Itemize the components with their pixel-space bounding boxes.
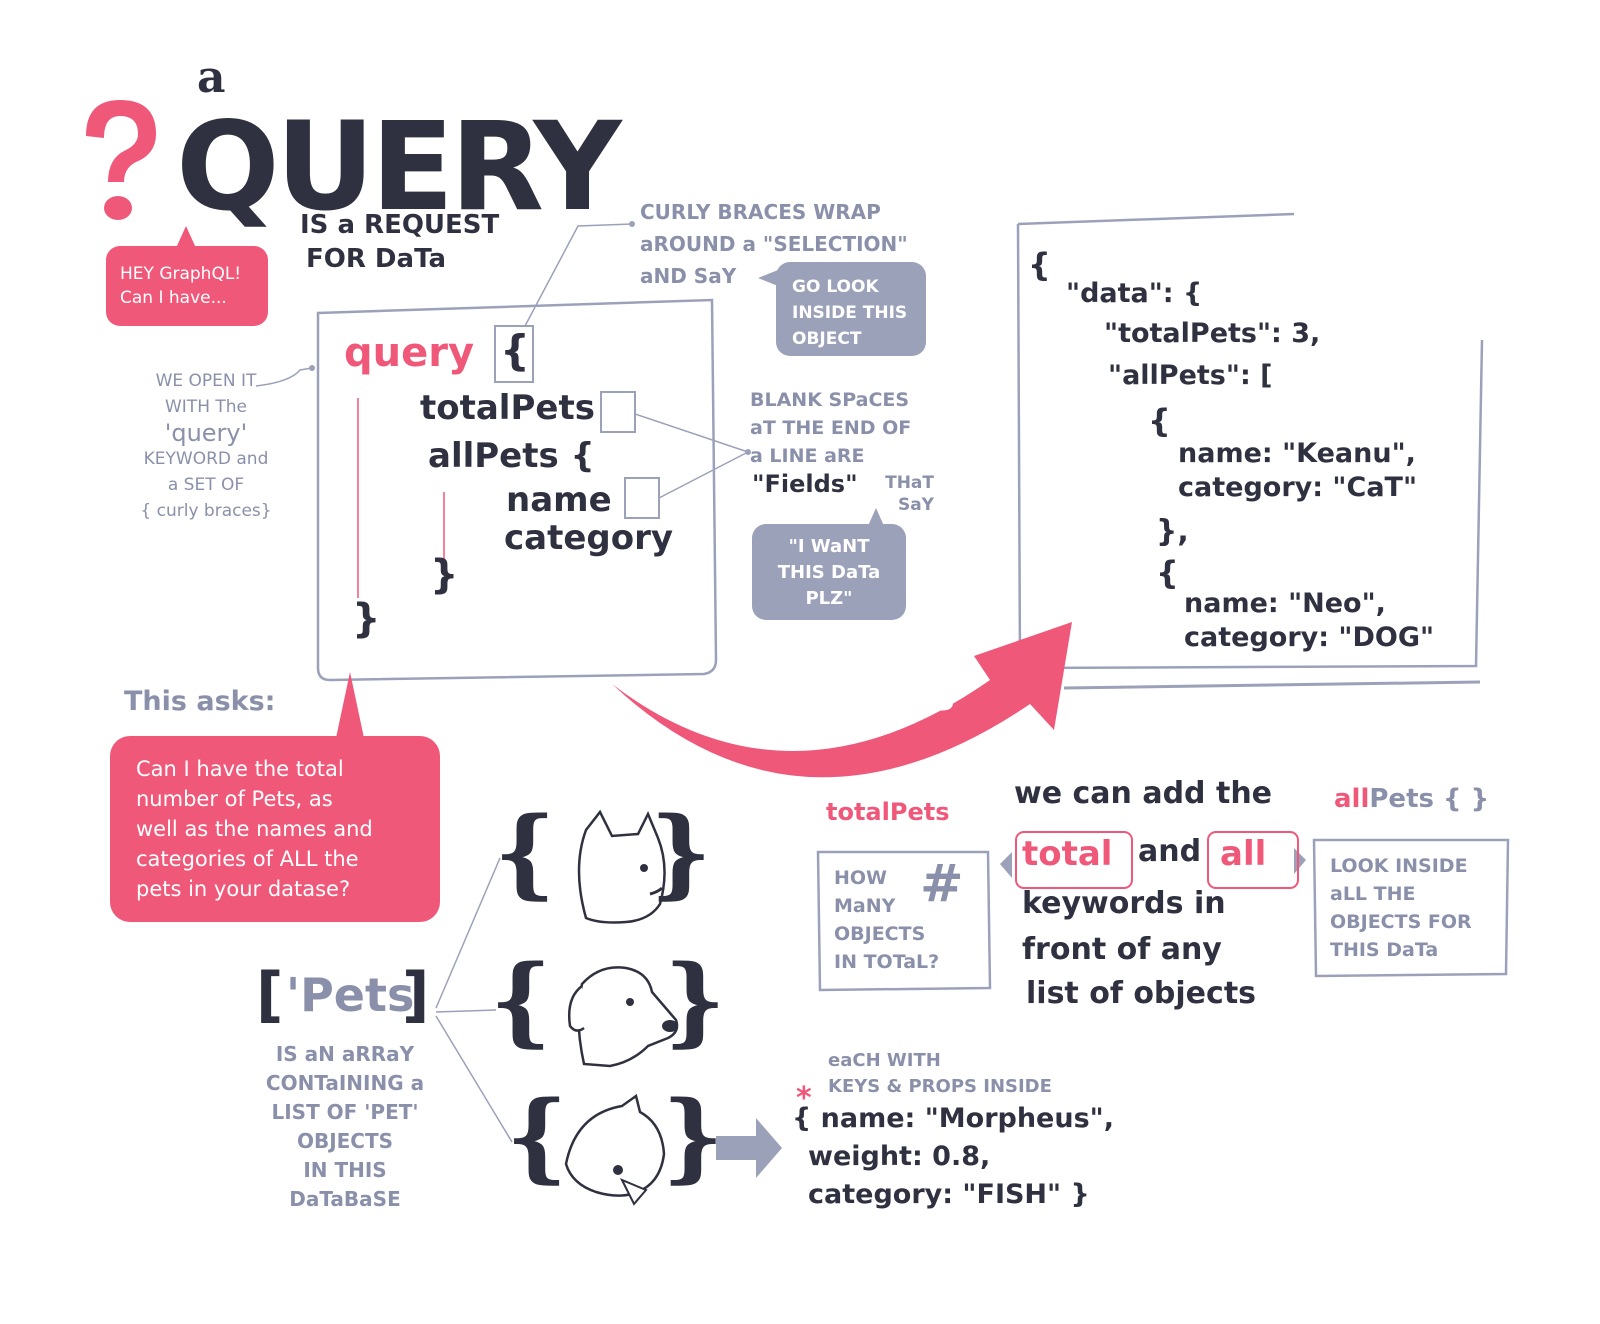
response-line: { bbox=[1148, 402, 1171, 440]
response-line: name: "Keanu", bbox=[1178, 438, 1416, 469]
asks-bubble: Can I have the total number of Pets, as … bbox=[110, 672, 440, 922]
query-keyword: query bbox=[344, 330, 475, 376]
keywords-text: list of objects bbox=[1026, 976, 1257, 1011]
pets-array-desc: IS aN aRRaY CONTaINING a LIST OF 'PET' O… bbox=[265, 1042, 425, 1211]
keywords-text: front of any bbox=[1022, 932, 1222, 967]
total-box-text: HOW MaNY OBJECTS IN TOTaL? bbox=[834, 867, 940, 973]
response-line: "allPets": [ bbox=[1108, 360, 1273, 391]
pets-open-bracket: [ bbox=[256, 960, 284, 1030]
field-totalpets: totalPets bbox=[420, 388, 595, 428]
dog-object-close-brace: } bbox=[664, 944, 726, 1057]
dog-icon bbox=[568, 966, 679, 1068]
cat-object-open-brace: { bbox=[494, 796, 556, 909]
all-pets-title: allPets { } bbox=[1334, 784, 1490, 814]
response-line: category: "DOG" bbox=[1184, 622, 1435, 653]
total-pets-title: totalPets bbox=[826, 798, 950, 826]
open-note: WE OPEN IT WITH The 'query' KEYWORD and … bbox=[140, 371, 272, 521]
total-box-frame bbox=[816, 850, 992, 992]
cat-object-close-brace: } bbox=[650, 796, 712, 909]
asks-label: This asks: bbox=[124, 686, 276, 717]
cat-icon bbox=[577, 809, 666, 924]
field-name: name bbox=[506, 480, 612, 520]
response-line: "totalPets": 3, bbox=[1104, 318, 1321, 349]
keywords-text: and bbox=[1138, 834, 1202, 869]
pets-close-bracket: ] bbox=[402, 960, 430, 1030]
response-box-frame bbox=[1016, 212, 1484, 670]
fish-object-open-brace: { bbox=[506, 1080, 568, 1193]
title-small: a bbox=[197, 52, 226, 103]
response-line: category: "CaT" bbox=[1178, 472, 1418, 503]
blank-space-box bbox=[600, 391, 636, 433]
blank-space-box bbox=[624, 477, 660, 519]
returns-label: returns bbox=[772, 670, 956, 721]
response-line: "data": { bbox=[1066, 278, 1203, 309]
field-category: category bbox=[504, 518, 674, 558]
fields-word: "Fields" bbox=[752, 470, 858, 498]
curly-braces-note: CURLY BRACES WRAP aROUND a "SELECTION" a… bbox=[640, 200, 908, 288]
response-line: }, bbox=[1156, 514, 1189, 549]
hash-icon: # bbox=[920, 854, 964, 914]
fish-icon bbox=[564, 1094, 666, 1206]
all-box-frame bbox=[1312, 838, 1510, 978]
svg-text:*: * bbox=[796, 1081, 812, 1116]
total-keyword: total bbox=[1022, 834, 1113, 874]
dog-object-open-brace: { bbox=[490, 944, 552, 1057]
question-mark-icon bbox=[80, 96, 160, 230]
page-title: QUERY bbox=[176, 96, 622, 238]
field-allpets: allPets { bbox=[428, 436, 595, 476]
outer-close-brace: } bbox=[352, 596, 381, 642]
all-keyword: all bbox=[1220, 834, 1267, 874]
that-say-note: THaT SaY bbox=[885, 473, 934, 515]
response-line: { bbox=[1156, 554, 1179, 592]
response-line: { bbox=[1028, 246, 1051, 284]
blank-spaces-note: BLANK SPaCES aT THE END OF a LINE aRE bbox=[750, 389, 912, 467]
inner-close-brace: } bbox=[430, 552, 459, 598]
brace-highlight-box bbox=[494, 325, 534, 383]
fish-detail-note: eaCH WITH KEYS & PROPS INSIDE bbox=[828, 1050, 1052, 1097]
response-line: name: "Neo", bbox=[1184, 588, 1386, 619]
returns-arrow bbox=[612, 622, 1072, 778]
want-data-bubble: "I WaNT THIS DaTa PLZ" bbox=[752, 508, 906, 620]
keywords-text: keywords in bbox=[1022, 886, 1226, 921]
title-subtitle: IS a REQUEST FOR DaTa bbox=[300, 210, 500, 274]
detail-arrow bbox=[716, 1118, 782, 1178]
query-open-brace: { bbox=[500, 326, 530, 375]
keywords-text: we can add the bbox=[1014, 776, 1273, 811]
fish-object-close-brace: } bbox=[662, 1080, 724, 1193]
all-box-text: LOOK INSIDE aLL THE OBJECTS FOR THIS DaT… bbox=[1330, 855, 1472, 961]
go-look-bubble: GO LOOK INSIDE THIS OBJECT bbox=[758, 262, 926, 356]
hey-graphql-bubble: HEY GraphQL! Can I have... bbox=[106, 226, 268, 326]
fish-detail-code: { name: "Morpheus", weight: 0.8, categor… bbox=[792, 1103, 1114, 1210]
pets-label: 'Pets' bbox=[286, 968, 429, 1022]
query-box-frame bbox=[316, 298, 718, 682]
